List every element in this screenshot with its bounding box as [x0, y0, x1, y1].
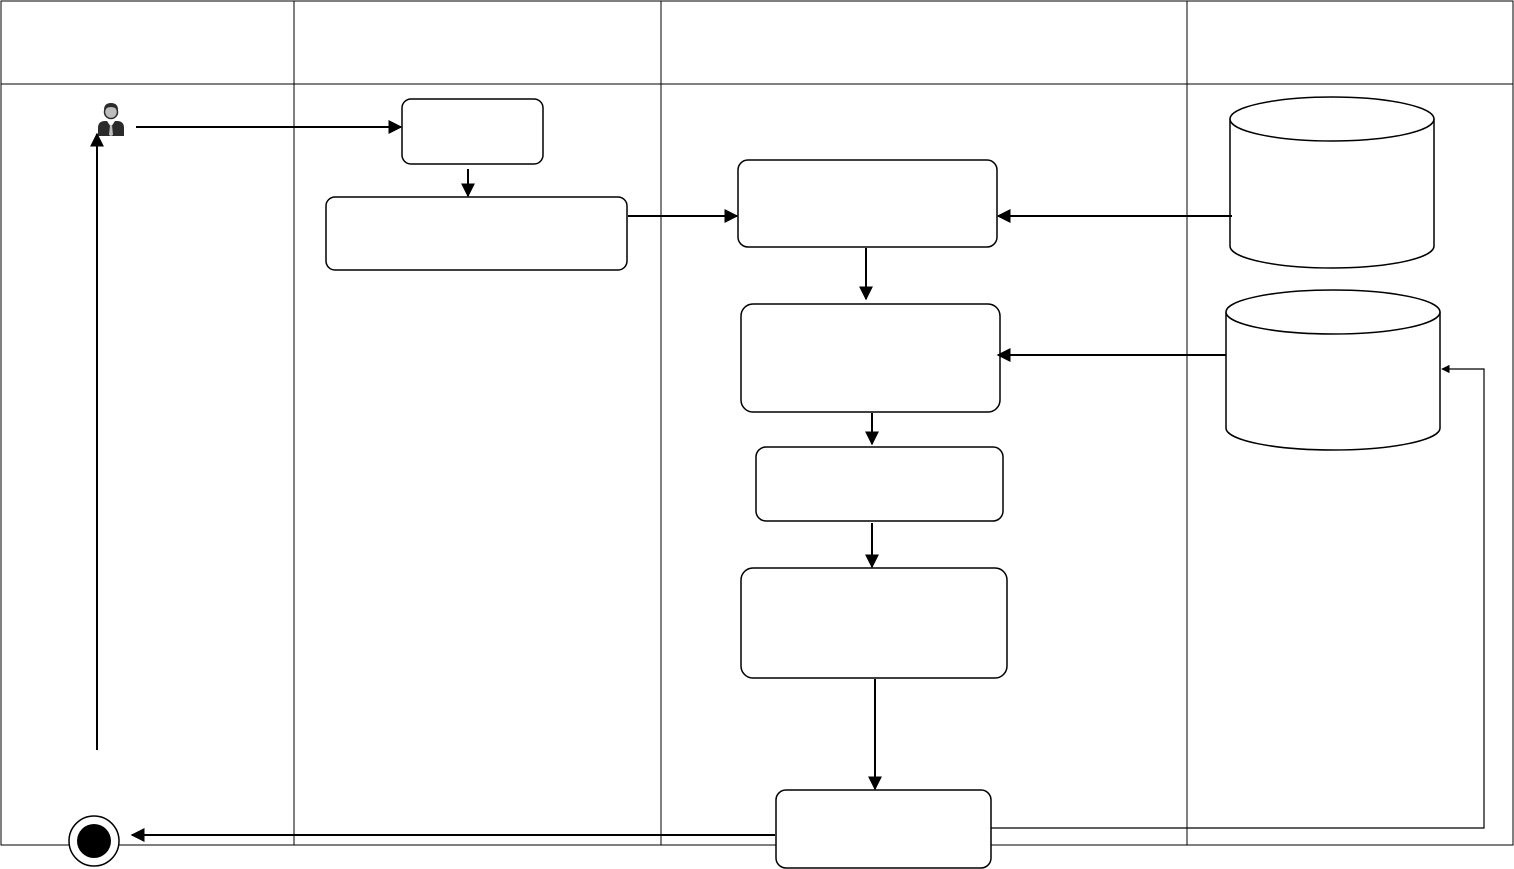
swimlane-frame: [0, 0, 1514, 846]
process-node-5: [755, 446, 1004, 522]
process-node-6: [740, 567, 1008, 679]
process-node-1: [401, 98, 544, 165]
database-icon: [1229, 96, 1435, 269]
database-icon: [1225, 289, 1441, 451]
edges: [90, 120, 1232, 842]
end-node-icon: [68, 815, 120, 867]
process-node-2: [325, 196, 628, 271]
lane-border: [0, 0, 1514, 846]
edge-process-7-to-database-2: [991, 364, 1485, 829]
process-node-3: [737, 159, 998, 248]
user-icon: [98, 103, 124, 136]
process-node-7: [775, 789, 992, 869]
process-node-4: [740, 303, 1001, 413]
